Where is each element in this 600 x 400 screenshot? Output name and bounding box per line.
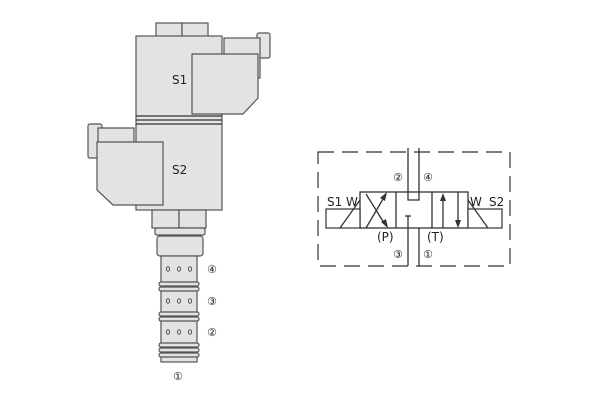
schematic-s2-label: S2	[489, 195, 504, 209]
s1-coil	[191, 53, 259, 115]
s2-coil	[96, 141, 164, 206]
port-2-label: ②	[207, 326, 217, 339]
lower-nut-left	[151, 209, 180, 229]
label-p: (P)	[377, 230, 394, 244]
port-4-label: ④	[207, 263, 217, 276]
port-1-label: ①	[173, 370, 183, 383]
valve-illustration: S1 S2 ④ ③ ② ①	[87, 22, 271, 383]
top-nut-right	[181, 22, 209, 38]
schematic-port-2: ②	[393, 171, 403, 184]
s2-label: S2	[172, 163, 187, 177]
s1-label: S1	[172, 73, 187, 87]
solenoid-s1-symbol	[325, 208, 361, 229]
lower-nut-right	[178, 209, 207, 229]
seal-rings	[158, 281, 200, 358]
top-nut-left	[155, 22, 183, 38]
spring-right: W	[470, 195, 482, 209]
label-t: (T)	[427, 230, 444, 244]
port-holes	[165, 266, 193, 335]
schematic-s1-label: S1	[327, 195, 342, 209]
schematic-port-3: ③	[393, 248, 403, 261]
solenoid-s2-symbol	[467, 208, 503, 229]
schematic-boundary	[317, 151, 511, 267]
port-3-label: ③	[207, 295, 217, 308]
spring-left: W	[346, 195, 358, 209]
schematic-port-1: ①	[423, 248, 433, 261]
schematic-port-4: ④	[423, 171, 433, 184]
hydraulic-schematic: W W S1 S2 ② ④ ③ ① (P) (T)	[317, 148, 511, 267]
hex-adapter	[156, 235, 204, 257]
